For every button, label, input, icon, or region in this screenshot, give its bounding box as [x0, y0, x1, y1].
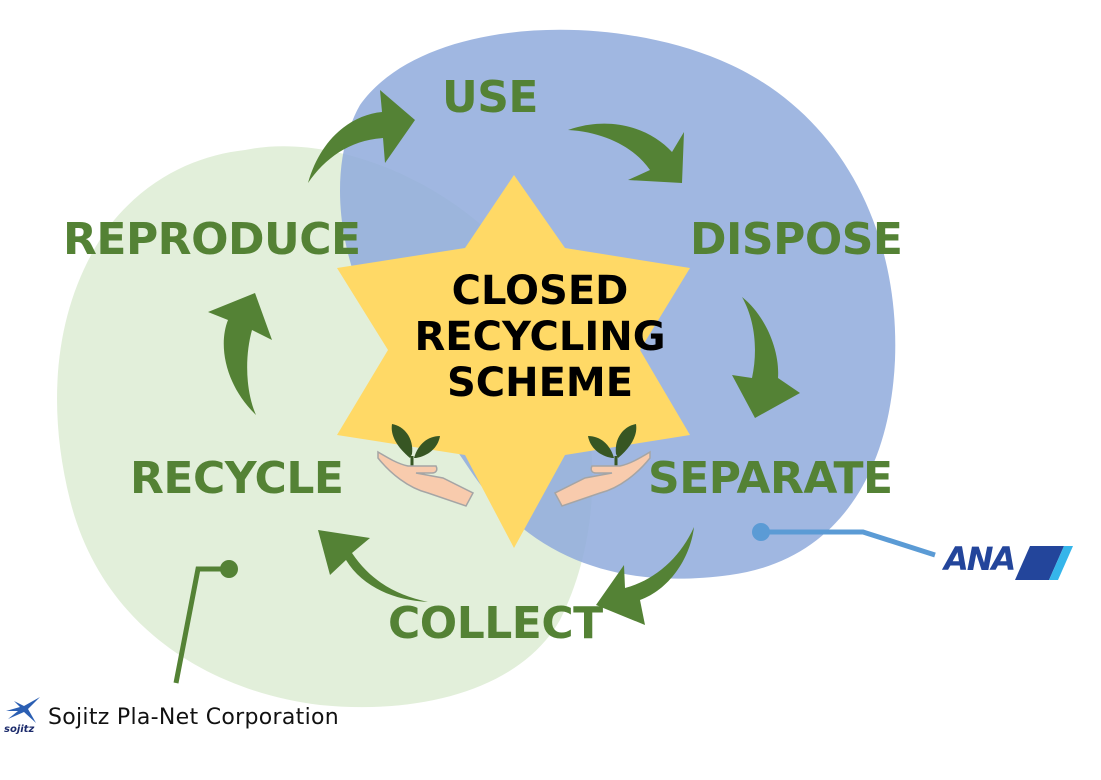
center-title-line-2: RECYCLING	[414, 314, 666, 360]
center-star	[337, 175, 690, 548]
arrow-dispose-to-separate	[732, 297, 800, 418]
sojitz-mark-icon: sojitz	[4, 697, 42, 737]
sprout-in-hand-icon	[377, 424, 475, 507]
ana-connector	[752, 523, 936, 558]
step-label-recycle: RECYCLE	[130, 453, 344, 504]
step-label-separate: SEPARATE	[648, 453, 893, 504]
step-label-collect: COLLECT	[388, 598, 603, 649]
sprout-in-hand-icon	[553, 424, 651, 507]
sojitz-company-name: Sojitz Pla-Net Corporation	[48, 704, 339, 730]
step-label-dispose: DISPOSE	[690, 214, 903, 265]
sojitz-logo: sojitz Sojitz Pla-Net Corporation	[4, 697, 339, 737]
arrow-recycle-to-reproduce	[208, 293, 272, 415]
ana-logo: ANA	[944, 540, 1016, 578]
sojitz-connector	[173, 560, 238, 684]
arrow-collect-to-recycle	[318, 530, 428, 602]
ana-logo-stripe	[1015, 546, 1073, 580]
step-label-use: USE	[442, 72, 538, 123]
sojitz-mark-text: sojitz	[4, 724, 35, 735]
arrow-separate-to-collect	[596, 527, 694, 625]
arrow-reproduce-to-use	[308, 90, 415, 183]
step-label-reproduce: REPRODUCE	[63, 214, 361, 265]
arrow-use-to-dispose	[568, 123, 684, 183]
center-title: CLOSED RECYCLING SCHEME	[380, 268, 700, 406]
ana-logo-text: ANA	[944, 540, 1016, 578]
center-title-line-3: SCHEME	[446, 360, 634, 406]
center-title-line-1: CLOSED	[451, 268, 629, 314]
